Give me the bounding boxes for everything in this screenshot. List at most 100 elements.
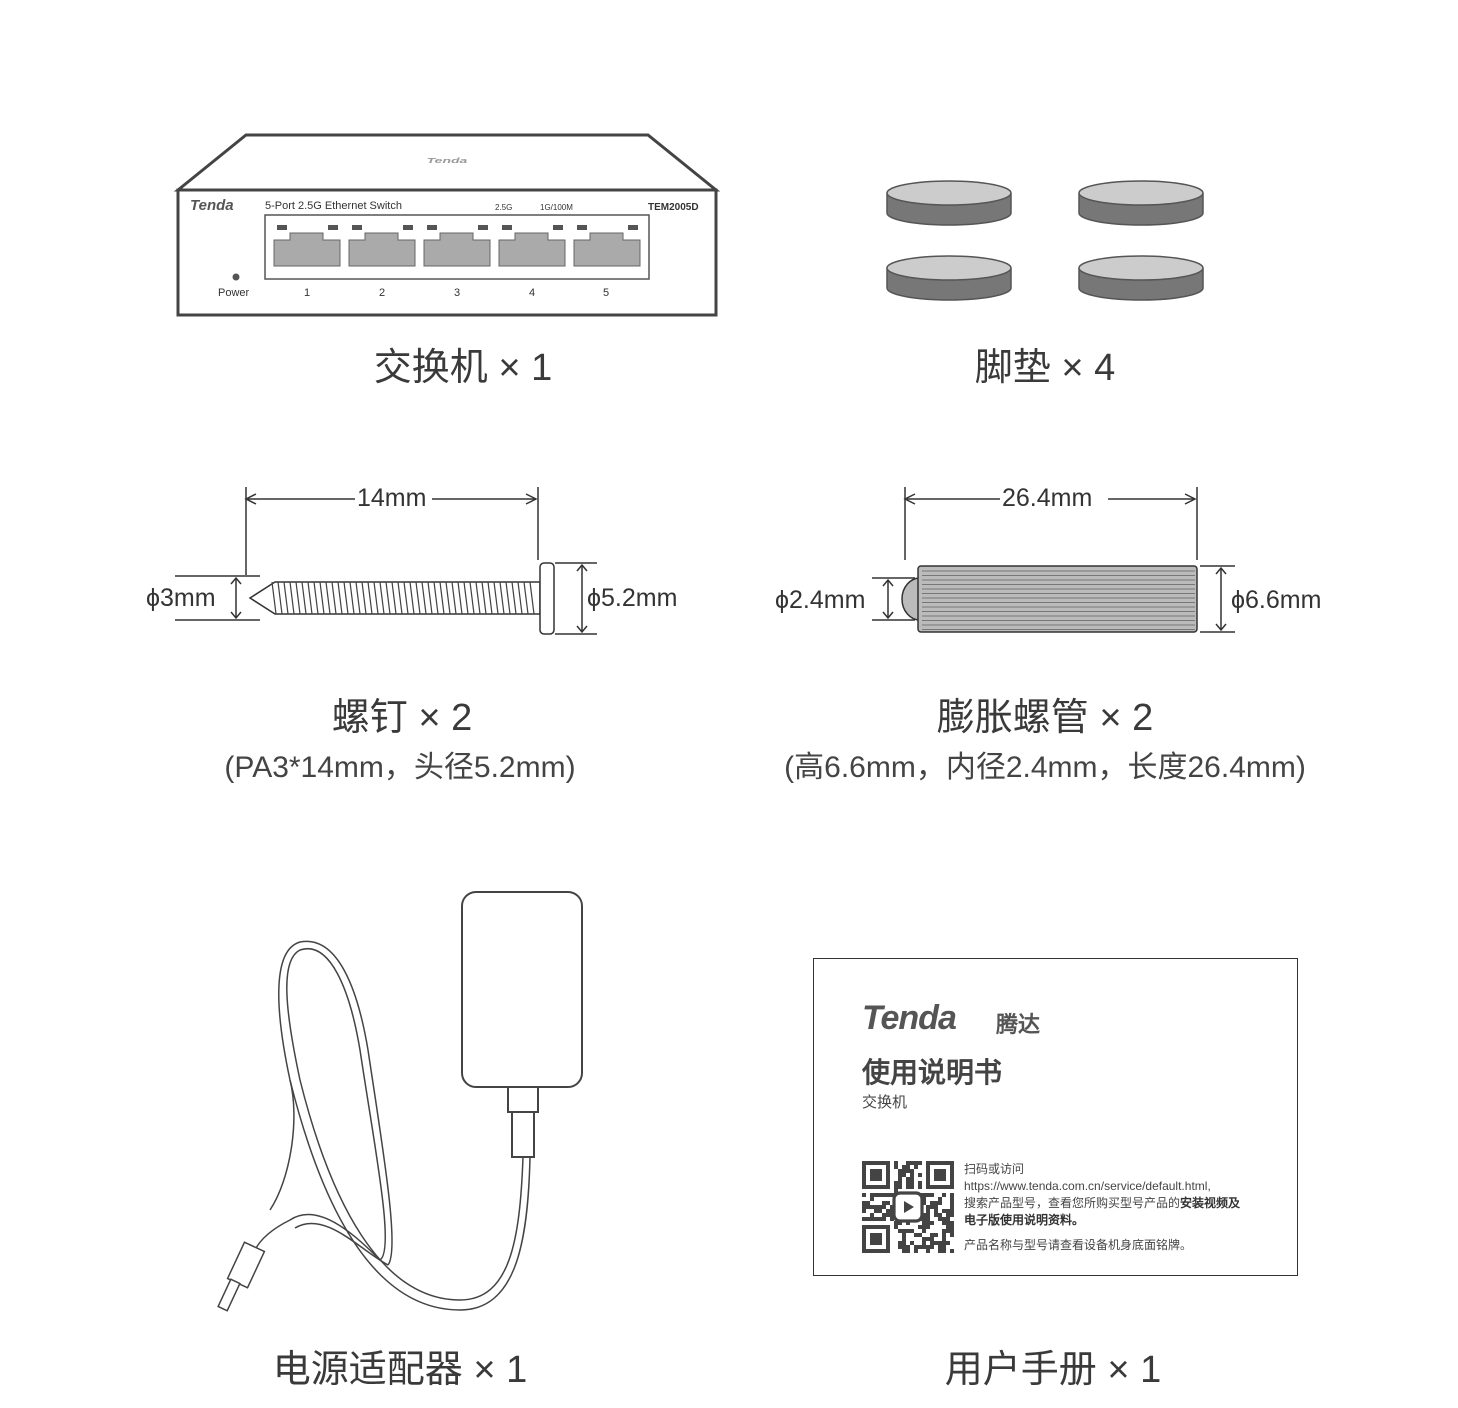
- item-name: 交换机: [373, 347, 488, 389]
- screw-thread: [337, 581, 343, 615]
- qr-module: [946, 1241, 950, 1245]
- qr-module: [926, 1221, 930, 1225]
- qr-module: [898, 1241, 902, 1245]
- screw-thread: [505, 581, 511, 615]
- qr-module: [914, 1245, 918, 1249]
- qr-module: [946, 1221, 950, 1225]
- qr-module: [910, 1241, 914, 1245]
- qr-module: [946, 1225, 950, 1229]
- qr-module: [922, 1193, 926, 1197]
- qr-module: [862, 1209, 866, 1213]
- item-qty: × 1: [498, 347, 553, 389]
- qr-module: [862, 1205, 866, 1209]
- qr-module: [902, 1173, 906, 1177]
- qr-module: [898, 1229, 902, 1233]
- anchor-illustration: [872, 487, 1235, 633]
- qr-module: [922, 1241, 926, 1245]
- screw-thread: [391, 581, 397, 615]
- qr-module: [870, 1205, 874, 1209]
- qr-module: [918, 1161, 922, 1165]
- qr-module: [922, 1229, 926, 1233]
- qr-module: [942, 1241, 946, 1245]
- qr-module: [914, 1233, 918, 1237]
- screw-thread: [343, 581, 349, 615]
- qr-module: [910, 1177, 914, 1181]
- screw-thread: [421, 581, 427, 615]
- power-adapter-illustration: [217, 891, 583, 1312]
- qr-module: [914, 1161, 918, 1165]
- qr-module: [918, 1225, 922, 1229]
- screw-thread: [469, 581, 475, 615]
- screw-length-label: 14mm: [357, 484, 427, 513]
- screw-spec: (PA3*14mm，头径5.2mm): [224, 751, 576, 784]
- manual-instructions: 扫码或访问 https://www.tenda.com.cn/service/d…: [964, 1161, 1240, 1254]
- led-label-1g: 1G/100M: [540, 203, 573, 212]
- screw-illustration: [175, 487, 597, 635]
- qr-module: [910, 1229, 914, 1233]
- port-label: 4: [529, 287, 536, 299]
- qr-module: [930, 1205, 934, 1209]
- manual-line: 电子版使用说明资料。: [964, 1212, 1240, 1229]
- qr-module: [898, 1173, 902, 1177]
- manual-url: https://www.tenda.com.cn/service/default…: [964, 1179, 1211, 1193]
- manual-line-text: 搜索产品型号，查看您所购买型号产品的: [964, 1196, 1181, 1210]
- qr-module: [926, 1249, 930, 1253]
- qr-module: [874, 1209, 878, 1213]
- qr-module: [918, 1185, 922, 1189]
- screw-thread: [373, 581, 379, 615]
- qr-module: [930, 1193, 934, 1197]
- qr-module: [870, 1197, 874, 1201]
- manual-line: 产品名称与型号请查看设备机身底面铭牌。: [964, 1238, 1193, 1252]
- manual-subtitle: 交换机: [862, 1094, 908, 1111]
- manual-brand-logo: Tenda: [862, 999, 957, 1037]
- qr-module: [906, 1165, 910, 1169]
- qr-module: [942, 1209, 946, 1213]
- screw-thread: [397, 581, 403, 615]
- qr-module: [882, 1213, 886, 1217]
- port-label: 2: [379, 287, 386, 299]
- qr-module: [950, 1201, 954, 1205]
- qr-module: [950, 1233, 954, 1237]
- qr-module: [902, 1241, 906, 1245]
- screw-thread: [289, 581, 295, 615]
- screw-thread: [493, 581, 499, 615]
- qr-module: [922, 1237, 926, 1241]
- qr-module: [874, 1217, 878, 1221]
- qr-module: [938, 1197, 942, 1201]
- rubber-feet-illustration: [886, 180, 1204, 301]
- qr-module: [866, 1205, 870, 1209]
- qr-module: [902, 1237, 906, 1241]
- screw-thread: [349, 581, 355, 615]
- manual-line-bold: 电子版使用说明资料。: [964, 1213, 1085, 1227]
- qr-module: [894, 1185, 898, 1189]
- screw-thread: [451, 581, 457, 615]
- qr-module: [930, 1241, 934, 1245]
- port-label: 1: [304, 287, 311, 299]
- qr-module: [894, 1221, 898, 1225]
- qr-module: [866, 1201, 870, 1205]
- screw-thread: [403, 581, 409, 615]
- qr-module: [930, 1245, 934, 1249]
- qr-module: [942, 1245, 946, 1249]
- qr-module: [926, 1205, 930, 1209]
- item-qty: × 2: [418, 697, 473, 739]
- qr-module: [862, 1217, 866, 1221]
- screw-thread: [529, 581, 535, 615]
- qr-module: [862, 1201, 866, 1205]
- qr-module: [910, 1185, 914, 1189]
- qr-module: [894, 1225, 898, 1229]
- power-label: Power: [218, 287, 250, 299]
- screw-thread: [385, 581, 391, 615]
- qr-module: [922, 1217, 926, 1221]
- qr-module: [950, 1249, 954, 1253]
- qr-module: [922, 1225, 926, 1229]
- qr-module: [902, 1249, 906, 1253]
- qr-module: [950, 1225, 954, 1229]
- qr-module: [894, 1189, 898, 1193]
- screw-head-diameter-label: ϕ5.2mm: [587, 584, 678, 613]
- qr-module: [874, 1193, 878, 1197]
- qr-module: [922, 1197, 926, 1201]
- qr-module: [942, 1217, 946, 1221]
- manual-title: 使用说明书: [862, 1057, 1003, 1088]
- user-manual-illustration: Tenda 腾达 使用说明书 交换机 扫码或访问 https://www.ten…: [813, 958, 1298, 1276]
